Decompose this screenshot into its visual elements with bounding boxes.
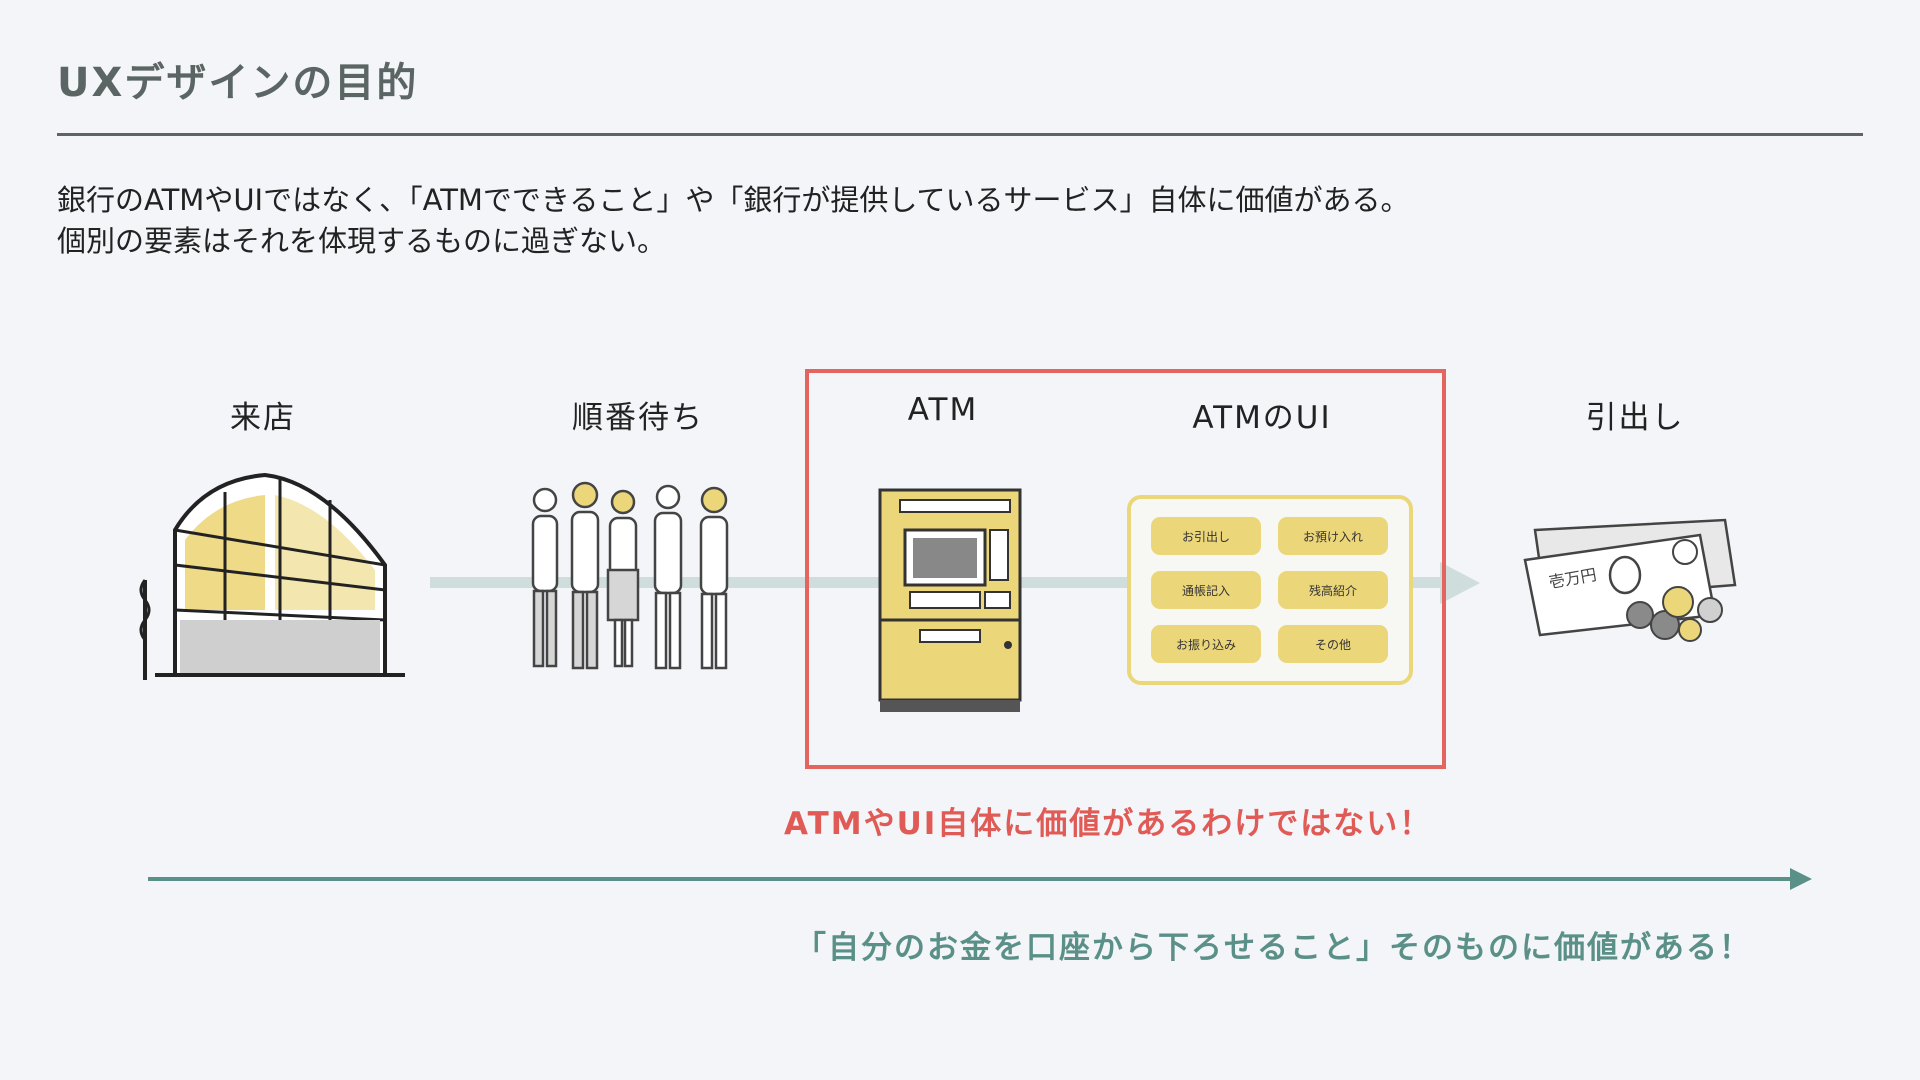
page-title: UXデザインの目的 [57,60,419,106]
atm-ui-transfer-button[interactable]: お振り込み [1151,625,1261,663]
atm-ui-other-button[interactable]: その他 [1278,625,1388,663]
description-line-1: 銀行のATMやUIではなく、「ATMでできること」や「銀行が提供しているサービス… [57,183,1410,217]
atm-machine-icon [878,488,1022,712]
value-arrow-line [148,877,1793,881]
money-icon: 壱万円 [1523,518,1737,642]
atm-ui-panel: お引出し お預け入れ 通帳記入 残高紹介 お振り込み その他 [1127,495,1413,685]
queue-people-icon [531,481,729,670]
flow-arrowhead [1440,562,1480,604]
atm-ui-withdraw-button[interactable]: お引出し [1151,517,1261,555]
value-arrowhead [1790,868,1812,890]
building-icon [139,472,405,680]
atm-ui-balance-button[interactable]: 残高紹介 [1278,571,1388,609]
value-statement: 「自分のお金を口座から下ろせること」そのものに価値がある！ [795,930,1752,966]
atm-ui-passbook-button[interactable]: 通帳記入 [1151,571,1261,609]
stage-label-atm: ATM [907,392,979,428]
highlight-box [805,369,1446,769]
warning-message: ATMやUI自体に価値があるわけではない！ [784,806,1433,842]
description: 銀行のATMやUIではなく、「ATMでできること」や「銀行が提供しているサービス… [57,180,1409,262]
stage-label-visit: 来店 [230,400,296,436]
description-line-2: 個別の要素はそれを体現するものに過ぎない。 [57,224,667,258]
stage-label-atm-ui: ATMのUI [1192,400,1332,436]
stage-label-withdraw: 引出し [1585,400,1685,436]
atm-ui-deposit-button[interactable]: お預け入れ [1278,517,1388,555]
title-divider [57,133,1863,136]
stage-label-queue: 順番待ち [572,400,704,436]
